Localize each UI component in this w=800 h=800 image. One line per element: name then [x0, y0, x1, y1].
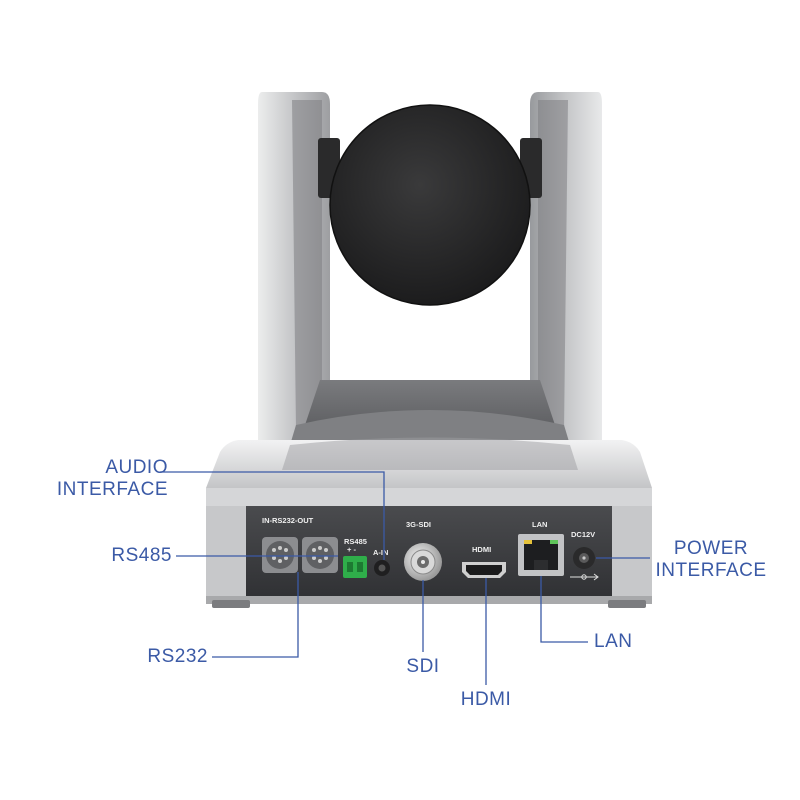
callout-sdi: SDI: [393, 656, 453, 678]
callout-rs232-text: RS232: [147, 646, 208, 667]
leader-line-lan: [540, 576, 588, 643]
callout-hdmi: HDMI: [446, 689, 526, 711]
panel-label-rs485: RS485: [344, 537, 367, 546]
callout-audio-interface: AUDIO INTERFACE: [40, 457, 168, 501]
callout-hdmi-text: HDMI: [460, 689, 512, 710]
rs485-terminal: [343, 556, 367, 578]
callout-lan-text: LAN: [594, 631, 633, 652]
callout-power-interface: POWER INTERFACE: [652, 538, 770, 582]
panel-label-rs232: IN-RS232-OUT: [262, 516, 314, 525]
panel-label-rs485-polarity: + -: [347, 545, 356, 554]
callout-audio-line2: INTERFACE: [56, 479, 168, 500]
callout-rs485-text: RS485: [111, 545, 172, 566]
callout-power-line1: POWER: [673, 538, 749, 559]
callout-rs232: RS232: [110, 646, 208, 668]
panel-label-dc: DC12V: [571, 530, 595, 539]
callout-power-line2: INTERFACE: [655, 560, 767, 581]
sdi-bnc-connector: [404, 543, 442, 581]
panel-label-lan: LAN: [532, 520, 547, 529]
camera-head: [318, 104, 542, 306]
callout-rs485: RS485: [80, 545, 172, 567]
camera-yoke: [258, 92, 602, 445]
callout-sdi-text: SDI: [406, 656, 440, 677]
panel-label-hdmi: HDMI: [472, 545, 491, 554]
panel-label-sdi: 3G-SDI: [406, 520, 431, 529]
lan-rj45-port: [518, 534, 564, 576]
panel-label-audio-in: A-IN: [373, 548, 388, 557]
dc-power-jack: [570, 547, 599, 581]
leader-line-audio: [160, 471, 385, 560]
rear-io-panel: IN-RS232-OUT RS485 + - A-IN: [262, 516, 599, 581]
hdmi-port: [462, 562, 506, 578]
leader-lines: [160, 471, 650, 685]
audio-in-jack: [374, 560, 390, 576]
callout-lan: LAN: [594, 631, 654, 653]
callout-audio-line1: AUDIO: [105, 457, 168, 478]
rs232-out-port: [302, 537, 338, 573]
rs232-in-port: [262, 537, 298, 573]
leader-line-rs232: [212, 572, 299, 658]
